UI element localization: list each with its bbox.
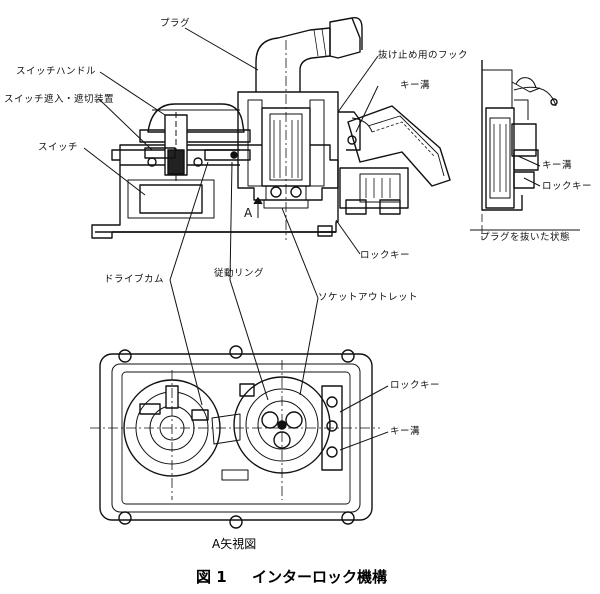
switch-body <box>139 184 203 214</box>
label-drive-cam: ドライブカム <box>104 274 165 285</box>
hook-housing <box>347 105 451 187</box>
bottom-plan-view <box>90 345 380 529</box>
label-hook: 抜け止め用のフック <box>378 50 469 61</box>
leader-lines <box>83 27 541 451</box>
socket-outlet <box>245 388 319 462</box>
label-switch: スイッチ <box>38 142 79 153</box>
label-plug: プラグ <box>160 18 191 29</box>
plug <box>255 27 331 92</box>
mounting-bosses <box>118 345 355 529</box>
socket-housing <box>237 91 339 201</box>
label-switch-device: スイッチ遮入・遮切装置 <box>4 94 115 105</box>
label-key-groove-top: キー溝 <box>400 80 431 91</box>
top-sectional-view <box>91 17 451 240</box>
label-lock-key-side: ロックキー <box>542 181 593 192</box>
label-key-groove-side: キー溝 <box>542 160 573 171</box>
figure-title: インターロック機構 <box>252 568 388 586</box>
label-lock-key-bottom: ロックキー <box>390 380 441 391</box>
figure-number: 図 1 <box>196 568 227 586</box>
side-view-plug-removed <box>470 60 580 240</box>
caption-plug-removed: プラグを抜いた状態 <box>480 232 571 243</box>
caption-view-a: A矢視図 <box>212 537 257 551</box>
lock-key-housing <box>339 167 409 209</box>
switch-handle <box>147 103 245 133</box>
label-follower-ring: 従動リング <box>214 268 265 279</box>
label-socket-outlet: ソケットアウトレット <box>318 292 419 303</box>
label-switch-handle: スイッチハンドル <box>16 66 97 77</box>
outer-housing <box>99 353 373 521</box>
label-lock-key-top: ロックキー <box>360 250 411 261</box>
label-key-groove-bottom: キー溝 <box>390 426 421 437</box>
view-marker-a: A <box>244 206 253 220</box>
